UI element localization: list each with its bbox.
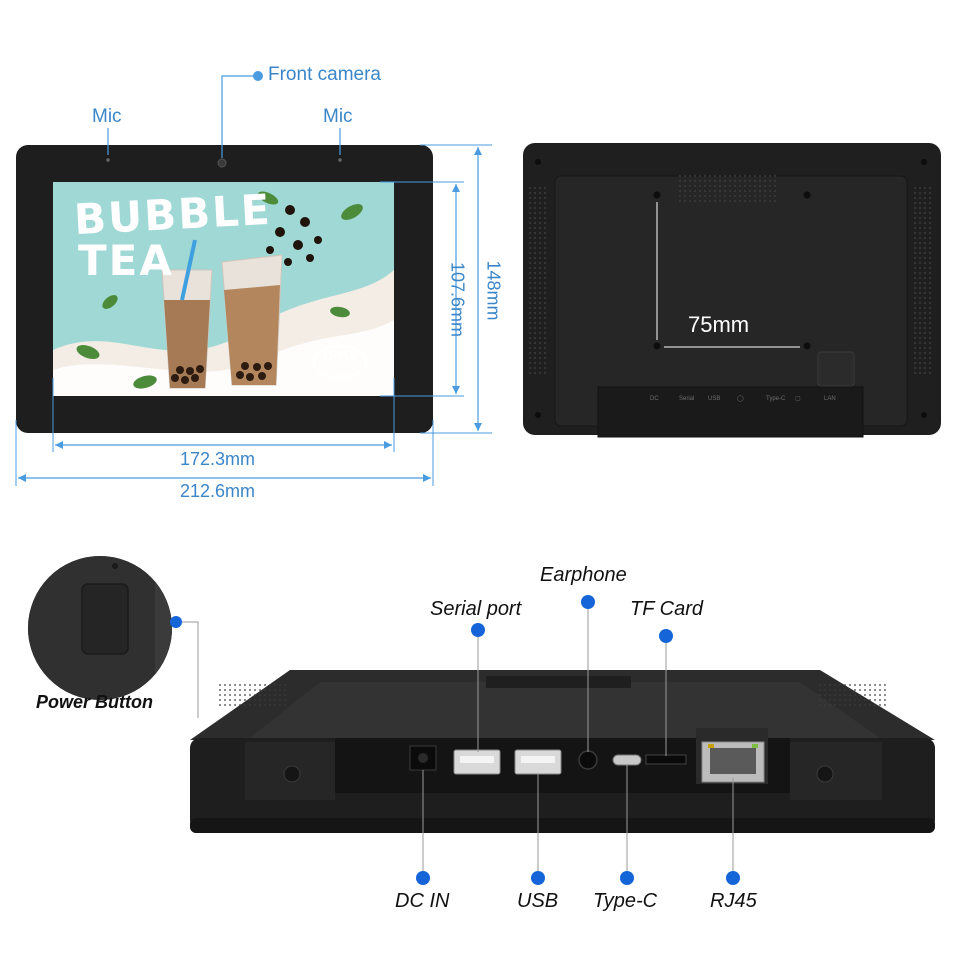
- vesa-holes: [653, 191, 811, 350]
- front-view-drawing: [15, 71, 492, 486]
- earphone-jack-icon: [578, 750, 598, 770]
- dim-total-width: 212.6mm: [180, 481, 256, 501]
- rear-port-strip-label: USB: [708, 396, 720, 402]
- screen-badge-top: new: [322, 346, 358, 366]
- dc-in-label: DC IN: [395, 890, 450, 912]
- tf-card-label: TF Card: [630, 598, 703, 620]
- rear-port-strip-label: DC: [650, 396, 659, 402]
- power-button-detail: Power Button: [20, 548, 200, 728]
- rear-view-drawing: DC Serial USB ◯ Type-C ▢ LAN: [523, 143, 941, 438]
- bubble-tea-artwork: [53, 191, 394, 396]
- serial-port-label: Serial port: [430, 598, 522, 620]
- rear-port-strip-label: ◯: [737, 395, 744, 402]
- dim-total-height: 148mm: [483, 260, 504, 321]
- mic-right-label: Mic: [323, 106, 353, 127]
- front-view: BUBBLE TEA new ARRIVAL Front camera Mic …: [0, 0, 520, 520]
- type-c-label: Type-C: [593, 890, 658, 912]
- tf-card-slot-icon: [645, 754, 687, 765]
- power-button-label: Power Button: [36, 692, 153, 712]
- rear-port-strip-label: LAN: [824, 396, 836, 402]
- screen-badge-bottom: ARRIVAL: [318, 371, 355, 379]
- vesa-label: 75mm: [688, 312, 750, 337]
- rear-port-strip-label: Type-C: [766, 396, 786, 402]
- rear-port-strip-label: ▢: [795, 396, 801, 402]
- screen-title-line2: TEA: [78, 236, 174, 285]
- rear-view: DC Serial USB ◯ Type-C ▢ LAN 75mm: [520, 140, 950, 440]
- front-camera-icon: [217, 158, 227, 168]
- mic-left-label: Mic: [92, 106, 122, 127]
- mic-icon: [338, 158, 342, 162]
- type-c-port-icon: [612, 754, 642, 766]
- usb-label: USB: [517, 890, 559, 912]
- dim-active-height: 107.6mm: [447, 261, 468, 338]
- power-button-icon: [81, 583, 129, 655]
- earphone-label: Earphone: [540, 564, 627, 586]
- ports-view-drawing: [190, 595, 935, 885]
- mic-icon: [106, 158, 110, 162]
- dim-active-width: 172.3mm: [180, 449, 256, 469]
- front-camera-label: Front camera: [268, 64, 381, 85]
- ports-view: Serial port Earphone TF Card DC IN USB T…: [180, 560, 960, 960]
- rj45-label: RJ45: [710, 890, 757, 912]
- rear-port-strip-label: Serial: [679, 396, 694, 402]
